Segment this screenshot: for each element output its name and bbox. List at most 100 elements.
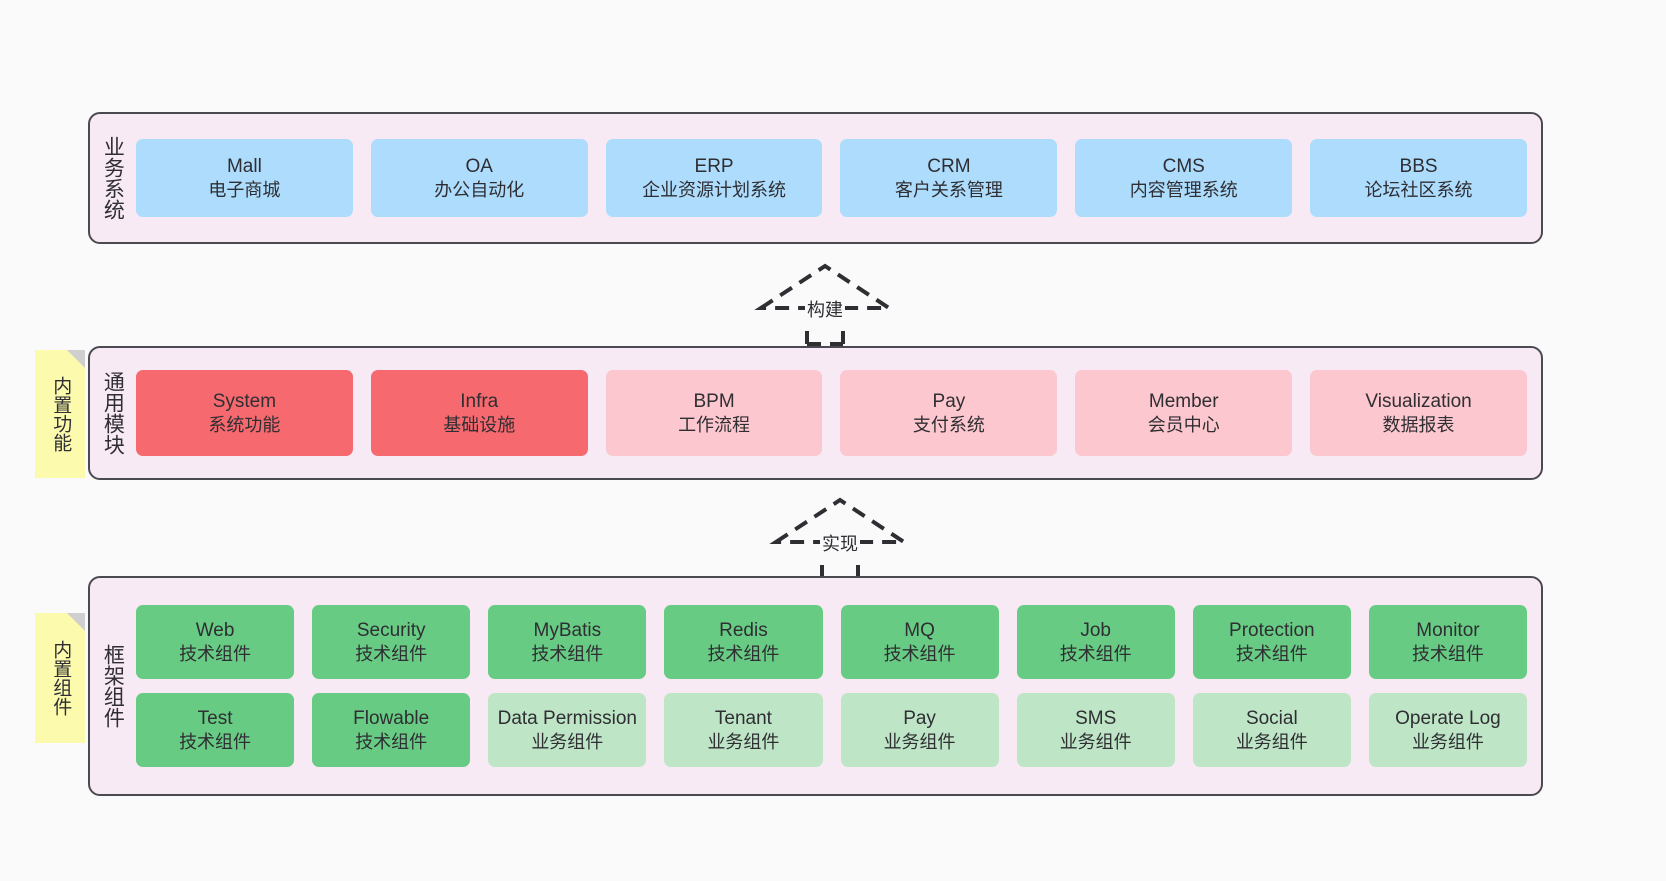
box-subtitle: 数据报表: [1382, 414, 1455, 435]
box-subtitle: 企业资源计划系统: [642, 179, 787, 200]
layer-common-modules: 通用模块 System 系统功能 Infra 基础设施 BPM 工作流程 Pay…: [88, 346, 1543, 480]
box-title: Redis: [719, 619, 768, 641]
box-pay-component[interactable]: Pay 业务组件: [840, 693, 999, 767]
box-title: Infra: [460, 390, 499, 412]
box-subtitle: 工作流程: [678, 414, 751, 435]
box-monitor[interactable]: Monitor 技术组件: [1368, 605, 1527, 679]
box-title: Flowable: [353, 707, 430, 729]
layer-title-framework-components: 框架组件: [101, 644, 125, 728]
box-subtitle: 客户关系管理: [894, 179, 1003, 200]
box-title: Social: [1245, 707, 1298, 729]
box-title: Pay: [932, 390, 966, 412]
box-erp[interactable]: ERP 企业资源计划系统: [605, 139, 823, 217]
box-title: Pay: [903, 707, 936, 729]
box-title: CRM: [927, 155, 971, 177]
box-data-permission[interactable]: Data Permission 业务组件: [488, 693, 647, 767]
box-redis[interactable]: Redis 技术组件: [664, 605, 823, 679]
box-protection[interactable]: Protection 技术组件: [1192, 605, 1351, 679]
box-title: BPM: [693, 390, 735, 412]
box-title: Protection: [1229, 619, 1315, 641]
box-title: Job: [1080, 619, 1111, 641]
box-subtitle: 业务组件: [1411, 731, 1484, 752]
box-visualization[interactable]: Visualization 数据报表: [1310, 370, 1527, 456]
box-subtitle: 论坛社区系统: [1364, 179, 1473, 200]
box-subtitle: 技术组件: [355, 731, 428, 752]
box-job[interactable]: Job 技术组件: [1016, 605, 1175, 679]
framework-tech-row: Web 技术组件 Security 技术组件 MyBatis 技术组件 Redi…: [136, 605, 1527, 679]
box-title: OA: [465, 155, 493, 177]
box-tenant[interactable]: Tenant 业务组件: [664, 693, 823, 767]
box-subtitle: 内容管理系统: [1129, 179, 1238, 200]
box-title: SMS: [1075, 707, 1117, 729]
box-subtitle: 业务组件: [707, 731, 780, 752]
note-fold-corner: [67, 350, 85, 368]
box-subtitle: 业务组件: [531, 731, 604, 752]
box-subtitle: 业务组件: [1059, 731, 1132, 752]
box-infra[interactable]: Infra 基础设施: [370, 370, 588, 456]
box-crm[interactable]: CRM 客户关系管理: [840, 139, 1058, 217]
layer-title-business-systems: 业务系统: [101, 136, 125, 220]
box-system[interactable]: System 系统功能: [136, 370, 353, 456]
box-subtitle: 技术组件: [707, 643, 780, 664]
box-sms[interactable]: SMS 业务组件: [1016, 693, 1175, 767]
implement-arrow: 实现: [760, 492, 920, 580]
box-pay[interactable]: Pay 支付系统: [840, 370, 1058, 456]
box-subtitle: 技术组件: [1235, 643, 1308, 664]
box-title: Test: [197, 707, 233, 729]
box-subtitle: 技术组件: [531, 643, 604, 664]
box-subtitle: 技术组件: [1059, 643, 1132, 664]
box-mq[interactable]: MQ 技术组件: [840, 605, 999, 679]
box-title: MyBatis: [533, 619, 602, 641]
box-subtitle: 支付系统: [912, 414, 985, 435]
box-title: Member: [1148, 390, 1219, 412]
note-fold-corner: [67, 613, 85, 631]
layer-body-business-systems: Mall 电子商城 OA 办公自动化 ERP 企业资源计划系统 CRM 客户关系…: [134, 114, 1541, 242]
box-subtitle: 技术组件: [355, 643, 428, 664]
box-bbs[interactable]: BBS 论坛社区系统: [1310, 139, 1527, 217]
box-social[interactable]: Social 业务组件: [1192, 693, 1351, 767]
box-title: Operate Log: [1395, 707, 1501, 729]
box-member[interactable]: Member 会员中心: [1075, 370, 1293, 456]
note-label: 内置组件: [50, 640, 72, 716]
build-arrow: 构建: [745, 258, 905, 346]
box-security[interactable]: Security 技术组件: [312, 605, 471, 679]
box-mybatis[interactable]: MyBatis 技术组件: [488, 605, 647, 679]
layer-framework-components: 框架组件 Web 技术组件 Security 技术组件 MyBatis 技术组件…: [88, 576, 1543, 796]
box-title: Monitor: [1416, 619, 1480, 641]
box-title: CMS: [1162, 155, 1205, 177]
box-mall[interactable]: Mall 电子商城: [136, 139, 353, 217]
box-title: Visualization: [1365, 390, 1472, 412]
layer-body-common-modules: System 系统功能 Infra 基础设施 BPM 工作流程 Pay 支付系统…: [134, 348, 1541, 478]
box-web[interactable]: Web 技术组件: [136, 605, 295, 679]
box-bpm[interactable]: BPM 工作流程: [605, 370, 823, 456]
box-test[interactable]: Test 技术组件: [136, 693, 295, 767]
box-title: BBS: [1399, 155, 1438, 177]
box-title: System: [212, 390, 277, 412]
box-subtitle: 业务组件: [883, 731, 956, 752]
box-oa[interactable]: OA 办公自动化: [370, 139, 588, 217]
layer-title-common-modules: 通用模块: [101, 371, 125, 455]
box-subtitle: 技术组件: [883, 643, 956, 664]
box-operate-log[interactable]: Operate Log 业务组件: [1368, 693, 1527, 767]
box-subtitle: 技术组件: [1411, 643, 1484, 664]
note-builtin-features: 内置功能: [35, 350, 85, 478]
box-subtitle: 电子商城: [208, 179, 281, 200]
box-title: Tenant: [714, 707, 772, 729]
framework-business-row: Test 技术组件 Flowable 技术组件 Data Permission …: [136, 693, 1527, 767]
implement-arrow-label: 实现: [820, 530, 860, 556]
box-title: MQ: [904, 619, 935, 641]
box-subtitle: 系统功能: [208, 414, 281, 435]
box-title: Mall: [226, 155, 262, 177]
box-subtitle: 会员中心: [1147, 414, 1220, 435]
note-builtin-components: 内置组件: [35, 613, 85, 743]
box-flowable[interactable]: Flowable 技术组件: [312, 693, 471, 767]
build-arrow-label: 构建: [805, 296, 845, 322]
box-subtitle: 技术组件: [179, 643, 252, 664]
note-label: 内置功能: [50, 376, 72, 452]
layer-body-framework-components: Web 技术组件 Security 技术组件 MyBatis 技术组件 Redi…: [134, 578, 1541, 794]
box-cms[interactable]: CMS 内容管理系统: [1075, 139, 1293, 217]
box-title: Data Permission: [497, 707, 637, 729]
box-subtitle: 基础设施: [443, 414, 516, 435]
box-title: ERP: [694, 155, 734, 177]
